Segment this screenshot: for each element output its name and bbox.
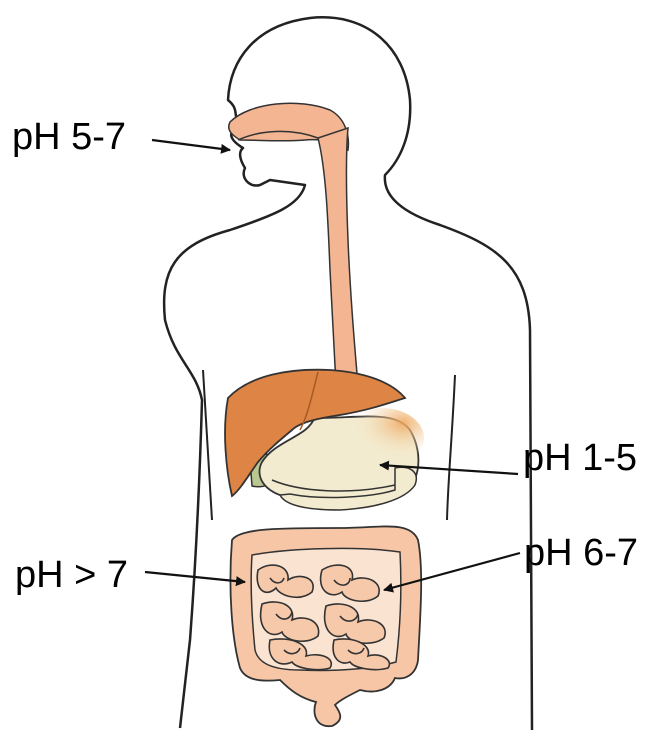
label-mouth-ph: pH 5-7 <box>12 117 126 157</box>
label-large-intestine-ph: pH > 7 <box>15 555 128 595</box>
arrow-mouth <box>152 140 230 150</box>
label-small-intestine-ph: pH 6-7 <box>524 533 638 573</box>
label-stomach-ph: pH 1-5 <box>523 438 637 478</box>
stomach-blush <box>340 408 424 468</box>
